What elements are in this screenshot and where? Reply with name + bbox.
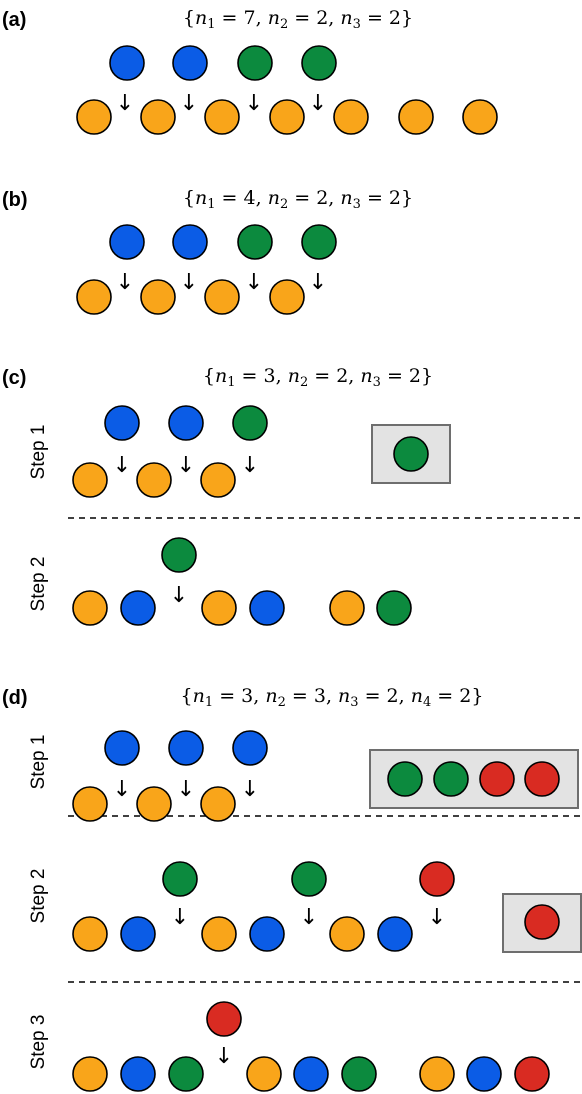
panel-a-top-blue-ball (109, 45, 145, 81)
panel-c-step-1-bottom-orange-ball (72, 462, 108, 498)
panel-a-down-arrow-icon: ↓ (309, 91, 327, 116)
panel-a-bottom-orange-ball (204, 99, 240, 135)
balls-layer (72, 45, 560, 1092)
panel-d-step-3-label: Step 3 (28, 1015, 49, 1070)
panel-d-label: (d) (2, 687, 28, 709)
panel-c-step-1-top-green-ball (232, 405, 268, 441)
panel-b-top-green-ball (237, 224, 273, 260)
panel-a-bottom-orange-ball (398, 99, 434, 135)
panel-d-step-2-bottom-blue-ball (377, 916, 413, 952)
panel-b-down-arrow-icon: ↓ (180, 270, 198, 295)
panel-b-bottom-orange-ball (269, 279, 305, 315)
panel-c-step-2-bottom-blue-ball (249, 590, 285, 626)
panel-c-step-1-top-blue-ball (168, 405, 204, 441)
panel-a-top-green-ball (301, 45, 337, 81)
panel-a-top-blue-ball (172, 45, 208, 81)
panel-d-step-2-reservoir-red-ball (524, 904, 560, 940)
panel-d-step-2-top-red-ball (419, 861, 455, 897)
panel-c-step-2-label: Step 2 (28, 557, 49, 612)
panel-d-step-1-reservoir-green-ball (387, 761, 423, 797)
panel-d-step-3-top-red-ball (206, 1001, 242, 1037)
panel-d-step-3-bottom-blue-ball (293, 1056, 329, 1092)
panel-d-step-1-reservoir-red-ball (524, 761, 560, 797)
panel-b-label: (b) (2, 189, 28, 211)
panel-d-step-2-down-arrow-icon: ↓ (171, 905, 189, 930)
panel-a-bottom-orange-ball (140, 99, 176, 135)
panel-c-step-2-down-arrow-icon: ↓ (170, 583, 188, 608)
panel-c-step-1-down-arrow-icon: ↓ (113, 453, 131, 478)
panel-d-step-2-bottom-blue-ball (249, 916, 285, 952)
panel-a-bottom-orange-ball (333, 99, 369, 135)
panel-d-step-1-reservoir-green-ball (433, 761, 469, 797)
panel-d-step-3-bottom-orange-ball (419, 1056, 455, 1092)
panel-b-formula: {n1 = 4, n2 = 2, n3 = 2} (183, 187, 413, 212)
panel-d-step-1-bottom-orange-ball (136, 786, 172, 822)
panel-c-step-1-down-arrow-icon: ↓ (177, 453, 195, 478)
panel-c-step-1-bottom-orange-ball (200, 462, 236, 498)
panel-d-step-2-bottom-blue-ball (120, 916, 156, 952)
panel-d-step-3-bottom-green-ball (341, 1056, 377, 1092)
panel-d-step-3-bottom-blue-ball (466, 1056, 502, 1092)
panel-a-bottom-orange-ball (462, 99, 498, 135)
panel-d-step-3-bottom-orange-ball (246, 1056, 282, 1092)
panel-c-formula: {n1 = 3, n2 = 2, n3 = 2} (203, 365, 433, 390)
panel-d-step-2-down-arrow-icon: ↓ (428, 905, 446, 930)
panel-d-step-3-down-arrow-icon: ↓ (215, 1044, 233, 1069)
panel-a-label: (a) (2, 9, 26, 31)
panel-c-step-2-bottom-green-ball (376, 590, 412, 626)
panel-d-step-3-bottom-red-ball (514, 1056, 550, 1092)
arrows-layer: ↓ ↓ ↓ ↓ ↓ ↓ ↓ ↓ ↓ ↓ ↓ ↓ ↓ ↓ ↓ ↓ ↓ ↓ ↓ (113, 91, 446, 1069)
panel-c-label: (c) (2, 367, 26, 389)
panel-d-step-2-bottom-orange-ball (72, 916, 108, 952)
panel-d-step-2-top-green-ball (162, 861, 198, 897)
panel-d-step-1-bottom-orange-ball (72, 786, 108, 822)
panel-d-step-3-bottom-orange-ball (72, 1056, 108, 1092)
panel-c-step-2-bottom-blue-ball (120, 590, 156, 626)
panel-b-down-arrow-icon: ↓ (309, 270, 327, 295)
panel-d-step-1-bottom-orange-ball (200, 786, 236, 822)
panel-c-step-1-down-arrow-icon: ↓ (241, 453, 259, 478)
panel-d-step-2-label: Step 2 (28, 869, 49, 924)
panel-a-top-green-ball (237, 45, 273, 81)
panel-d-step-2-bottom-orange-ball (329, 916, 365, 952)
panel-a-formula: {n1 = 7, n2 = 2, n3 = 2} (183, 7, 413, 32)
panel-d-step-1-top-blue-ball (232, 730, 268, 766)
panel-c-step-1-top-blue-ball (104, 405, 140, 441)
panel-c-step-1-label: Step 1 (28, 425, 49, 480)
panel-d-step-3-bottom-blue-ball (120, 1056, 156, 1092)
panel-d-step-1-down-arrow-icon: ↓ (177, 777, 195, 802)
panel-d-step-2-bottom-orange-ball (201, 916, 237, 952)
panel-d-step-1-top-blue-ball (168, 730, 204, 766)
panel-d-step-1-down-arrow-icon: ↓ (113, 777, 131, 802)
panel-b-bottom-orange-ball (76, 279, 112, 315)
panel-c-step-2-bottom-orange-ball (329, 590, 365, 626)
panel-b-down-arrow-icon: ↓ (245, 270, 263, 295)
panel-b-bottom-orange-ball (140, 279, 176, 315)
panel-b-top-blue-ball (172, 224, 208, 260)
panel-c-step-1-reservoir-green-ball (393, 436, 429, 472)
panel-a-down-arrow-icon: ↓ (180, 91, 198, 116)
panel-d-step-1-reservoir-red-ball (479, 761, 515, 797)
panel-c-step-2-bottom-orange-ball (201, 590, 237, 626)
panel-c-step-2-top-green-ball (161, 537, 197, 573)
panel-d-formula: {n1 = 3, n2 = 3, n3 = 2, n4 = 2} (181, 685, 484, 710)
panel-a-bottom-orange-ball (269, 99, 305, 135)
panel-d-step-3-bottom-green-ball (168, 1056, 204, 1092)
panel-d-step-2-down-arrow-icon: ↓ (300, 905, 318, 930)
panel-d-step-1-label: Step 1 (28, 735, 49, 790)
panel-d-step-2-top-green-ball (291, 861, 327, 897)
panel-b-down-arrow-icon: ↓ (116, 270, 134, 295)
panel-b-top-blue-ball (109, 224, 145, 260)
panel-d-step-1-down-arrow-icon: ↓ (241, 777, 259, 802)
panel-a-down-arrow-icon: ↓ (116, 91, 134, 116)
panel-b-top-green-ball (301, 224, 337, 260)
panel-c-step-2-bottom-orange-ball (72, 590, 108, 626)
panel-c-step-1-bottom-orange-ball (136, 462, 172, 498)
panel-a-down-arrow-icon: ↓ (245, 91, 263, 116)
panel-b-bottom-orange-ball (204, 279, 240, 315)
panel-d-step-1-top-blue-ball (104, 730, 140, 766)
panel-a-bottom-orange-ball (76, 99, 112, 135)
